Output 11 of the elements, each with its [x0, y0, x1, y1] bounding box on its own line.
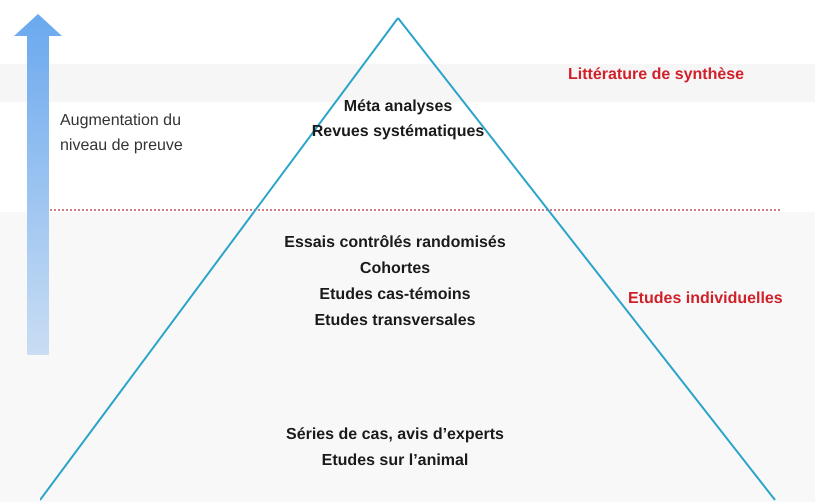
category-label: Etudes individuelles: [628, 290, 783, 308]
tier-text: Etudes transversales: [314, 312, 476, 330]
tier-text: Méta analyses: [344, 98, 452, 116]
tier-text: Revues systématiques: [312, 123, 484, 141]
tier-text: Cohortes: [360, 260, 430, 278]
tier-text: Essais contrôlés randomisés: [284, 234, 506, 252]
tier-text: Etudes cas-témoins: [319, 286, 471, 304]
tier-text: Etudes sur l’animal: [322, 452, 468, 470]
axis-label: Augmentation du niveau de preuve: [60, 111, 184, 156]
category-label: Littérature de synthèse: [568, 66, 744, 84]
tier-text: Séries de cas, avis d’experts: [286, 426, 504, 444]
